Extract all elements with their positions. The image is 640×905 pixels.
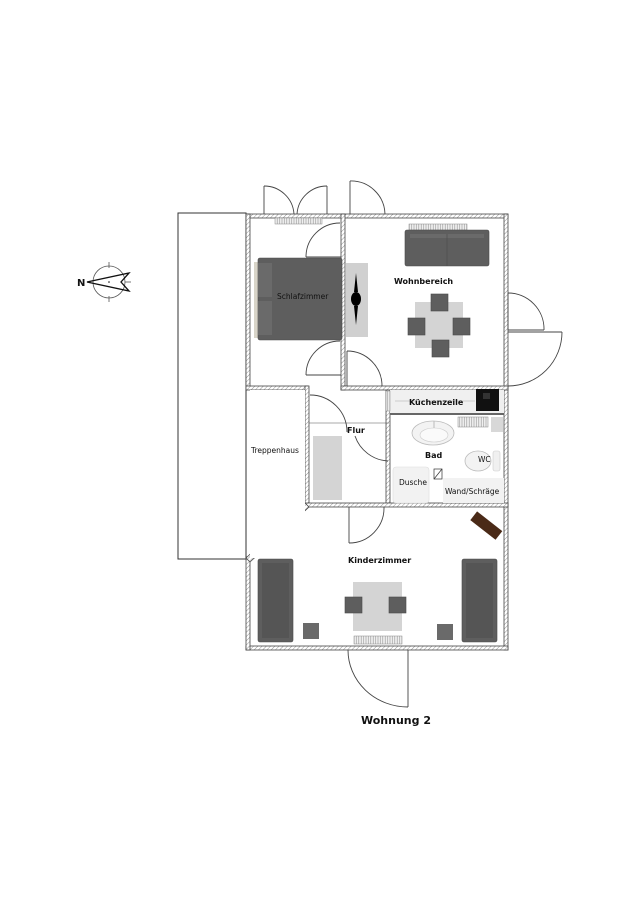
sloped-wall-label: Wand/Schräge (445, 487, 500, 496)
radiator-flur (385, 390, 391, 412)
door-wohnbereich-top[interactable] (349, 180, 386, 215)
wc-label: WC (478, 455, 491, 464)
bed-double (254, 257, 343, 341)
desk (470, 511, 503, 540)
door-flur-internal[interactable] (309, 394, 389, 462)
room-label-treppenhaus: Treppenhaus (250, 446, 299, 455)
shower (392, 466, 430, 504)
door-wohnbereich-balcony-lower[interactable] (507, 331, 563, 387)
sink (411, 420, 455, 446)
compass-north-arrow-icon (86, 271, 131, 293)
stool-left (303, 623, 319, 639)
door-kinderzimmer-flur[interactable] (348, 506, 385, 544)
radiator-kinderzimmer (353, 635, 403, 645)
plan-title: Wohnung 2 (361, 714, 431, 727)
dining-table (407, 293, 471, 358)
sofa (404, 223, 490, 267)
bad-cabinet (491, 417, 503, 432)
door-entrance[interactable] (347, 649, 409, 708)
door-schlafzimmer-balcony[interactable] (263, 185, 328, 215)
compass-letter: N (77, 278, 85, 289)
wc-toilet (464, 450, 501, 472)
room-label-wohnbereich: Wohnbereich (394, 277, 453, 286)
flur-wardrobe (313, 436, 342, 500)
door-wohnbereich-balcony-upper[interactable] (507, 292, 545, 331)
stool-right (437, 624, 453, 640)
shower-label: Dusche (399, 478, 427, 487)
bed-right (461, 558, 498, 643)
compass: N (77, 262, 131, 302)
radiator-bad (457, 416, 489, 428)
room-label-schlafzimmer: Schlafzimmer (277, 292, 329, 301)
kitchen-stove (476, 389, 499, 411)
room-label-kuechenzeile: Küchenzeile (409, 398, 464, 407)
fan-icon (351, 273, 361, 325)
radiator-schlafzimmer (274, 217, 323, 225)
stair-block-outer (177, 212, 247, 560)
kitchen-counter (390, 390, 504, 413)
bed-left (257, 558, 294, 643)
sloped-wall-area (443, 478, 504, 503)
door-wohnbereich-flur[interactable] (346, 350, 383, 387)
room-label-bad: Bad (425, 451, 442, 460)
door-schlafzimmer-wardrobe-top[interactable] (305, 222, 341, 258)
door-schlafzimmer-flur[interactable] (305, 340, 341, 376)
kids-table (344, 582, 407, 631)
room-label-flur: Flur (347, 426, 365, 435)
room-label-kinderzimmer: Kinderzimmer (348, 556, 411, 565)
